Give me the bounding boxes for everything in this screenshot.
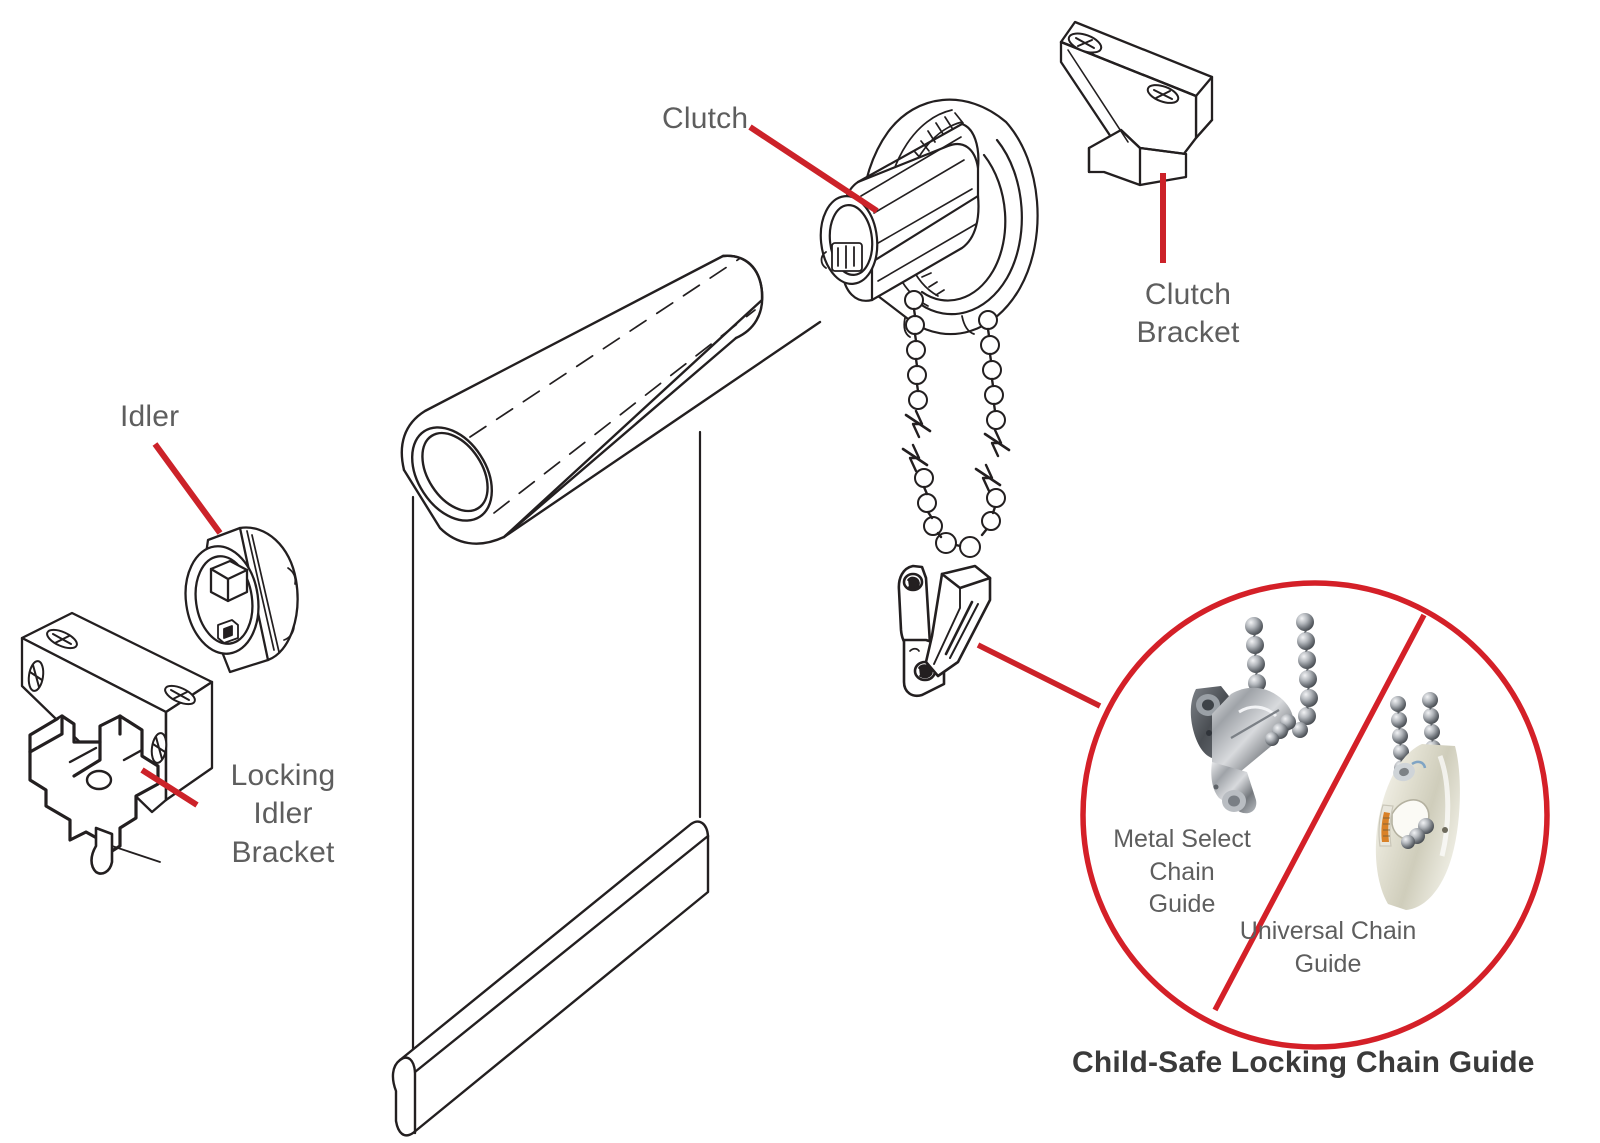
callout-label-clutch: Clutch: [662, 102, 749, 135]
callout-label-idler: Idler: [120, 400, 180, 433]
callout-label-locking-idler-bracket: Locking Idler Bracket: [230, 759, 336, 869]
clutch-assembly: [819, 98, 1039, 338]
leader-locking-idler-bracket: [140, 767, 199, 808]
chain-guide-clip: [897, 564, 992, 698]
leader-chain-guide: [976, 642, 1102, 709]
callout-label-clutch-bracket: Clutch Bracket: [1136, 278, 1240, 350]
inset-circle-outline: [1080, 580, 1550, 1050]
inset-label-metal-select-chain-guide: Metal Select Chain Guide: [1113, 825, 1251, 918]
locking-idler-bracket: [20, 611, 214, 875]
universal-chain-guide-photo: [1375, 692, 1460, 910]
diagram-caption: Child-Safe Locking Chain Guide: [1072, 1046, 1535, 1079]
leader-clutch: [748, 124, 879, 214]
idler: [184, 526, 299, 674]
bead-chain: [901, 290, 1011, 558]
chain-guide-inset: [1083, 583, 1547, 1047]
metal-select-chain-guide-photo: [1190, 613, 1318, 814]
clutch-bracket: [1059, 20, 1214, 187]
leader-lines: [140, 124, 1166, 808]
leader-idler: [152, 442, 223, 535]
inset-label-universal-chain-guide: Universal Chain Guide: [1239, 917, 1417, 978]
roller-tube-and-shade: [391, 254, 822, 1137]
